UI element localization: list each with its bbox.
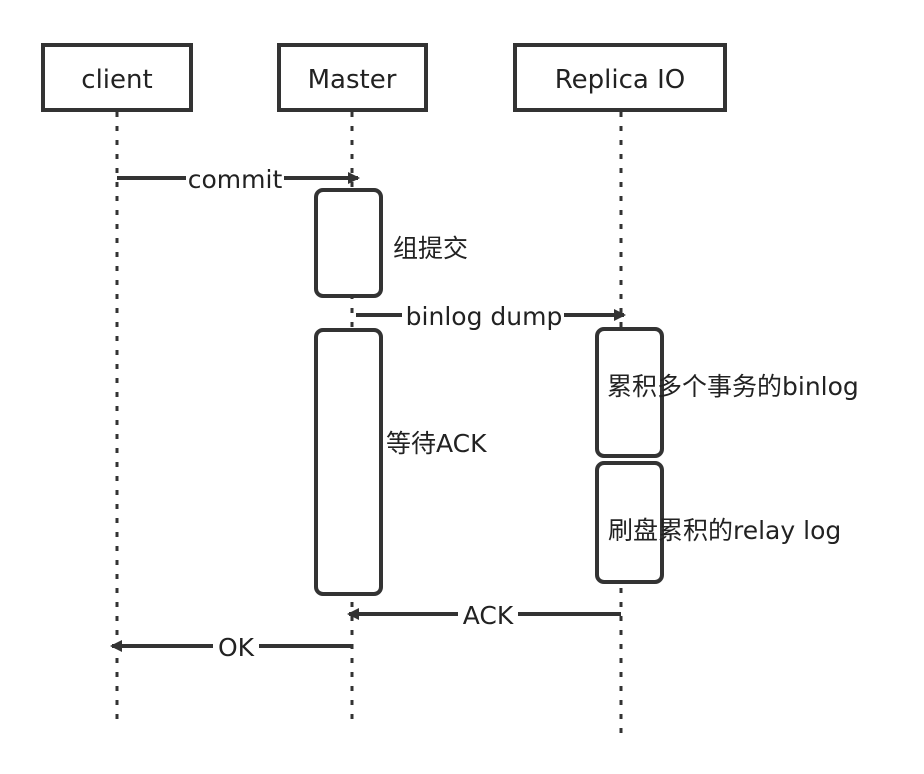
activation-group-commit-box: [314, 188, 383, 298]
message-binlog-dump-label-bg: [402, 301, 564, 329]
message-ok-label: OK: [218, 633, 255, 662]
activation-accumulate-binlog: 累积多个事务的binlog: [595, 327, 859, 458]
participant-client-label: client: [81, 65, 152, 95]
participant-master-label: Master: [308, 65, 397, 95]
activation-wait-ack: 等待ACK: [314, 328, 487, 596]
participant-replica-box: [513, 43, 727, 112]
message-ok: OK: [110, 632, 352, 662]
activation-wait-ack-box: [314, 328, 383, 596]
participant-master-box: [277, 43, 428, 112]
activation-flush-relay-box: [595, 461, 664, 584]
participant-client: client: [41, 43, 193, 112]
message-ack-label: ACK: [463, 601, 514, 630]
activation-flush-relay-label: 刷盘累积的relay log: [608, 516, 841, 545]
activation-accumulate-binlog-box: [595, 327, 664, 458]
participant-client-box: [41, 43, 193, 112]
message-binlog-dump-label: binlog dump: [406, 302, 563, 331]
message-ack-label-bg: [458, 600, 518, 628]
activation-wait-ack-label: 等待ACK: [386, 429, 487, 458]
participant-master: Master: [277, 43, 428, 112]
activation-flush-relay: 刷盘累积的relay log: [595, 461, 841, 584]
participant-replica: Replica IO: [513, 43, 727, 112]
message-commit-label-bg: [186, 164, 284, 192]
message-commit: commit: [117, 164, 360, 194]
activation-accumulate-binlog-label: 累积多个事务的binlog: [607, 372, 859, 401]
message-commit-label: commit: [188, 165, 283, 194]
activation-group-commit-label: 组提交: [393, 234, 468, 263]
activation-group-commit: 组提交: [314, 188, 468, 298]
participant-replica-label: Replica IO: [555, 65, 685, 95]
message-ok-label-bg: [213, 632, 259, 660]
message-binlog-dump: binlog dump: [356, 301, 626, 331]
message-ack: ACK: [347, 600, 621, 630]
